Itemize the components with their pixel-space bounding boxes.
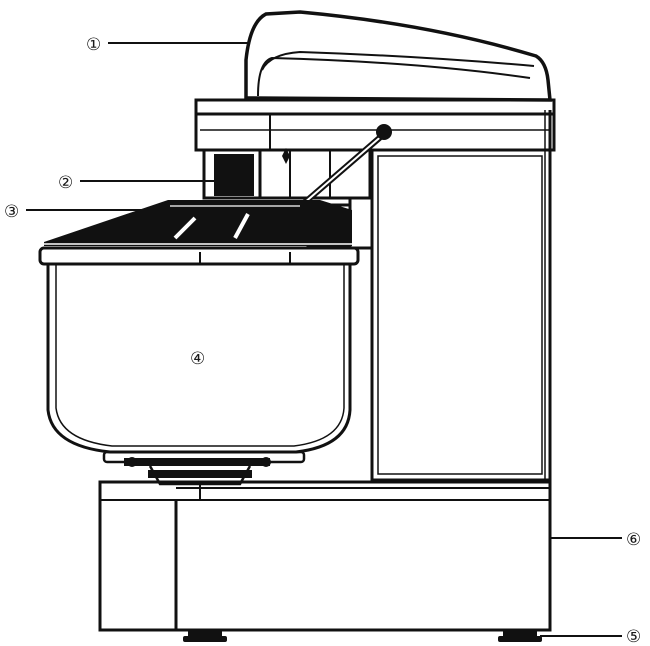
callout-1: ① xyxy=(86,35,101,54)
callout-6: ⑥ xyxy=(626,530,641,549)
top-cover xyxy=(244,10,552,102)
base-feet xyxy=(183,630,542,642)
bowl-lid xyxy=(44,200,352,246)
callout-5: ⑤ xyxy=(626,627,641,646)
callout-3: ③ xyxy=(4,202,19,221)
mixer-head xyxy=(194,98,556,250)
lever-arm xyxy=(282,124,392,213)
bowl-coupling xyxy=(102,450,306,500)
column-housing xyxy=(370,110,552,500)
callout-4: ④ xyxy=(190,349,205,368)
callout-leaders xyxy=(26,42,622,637)
base-housing xyxy=(98,480,552,632)
callout-2: ② xyxy=(58,173,73,192)
